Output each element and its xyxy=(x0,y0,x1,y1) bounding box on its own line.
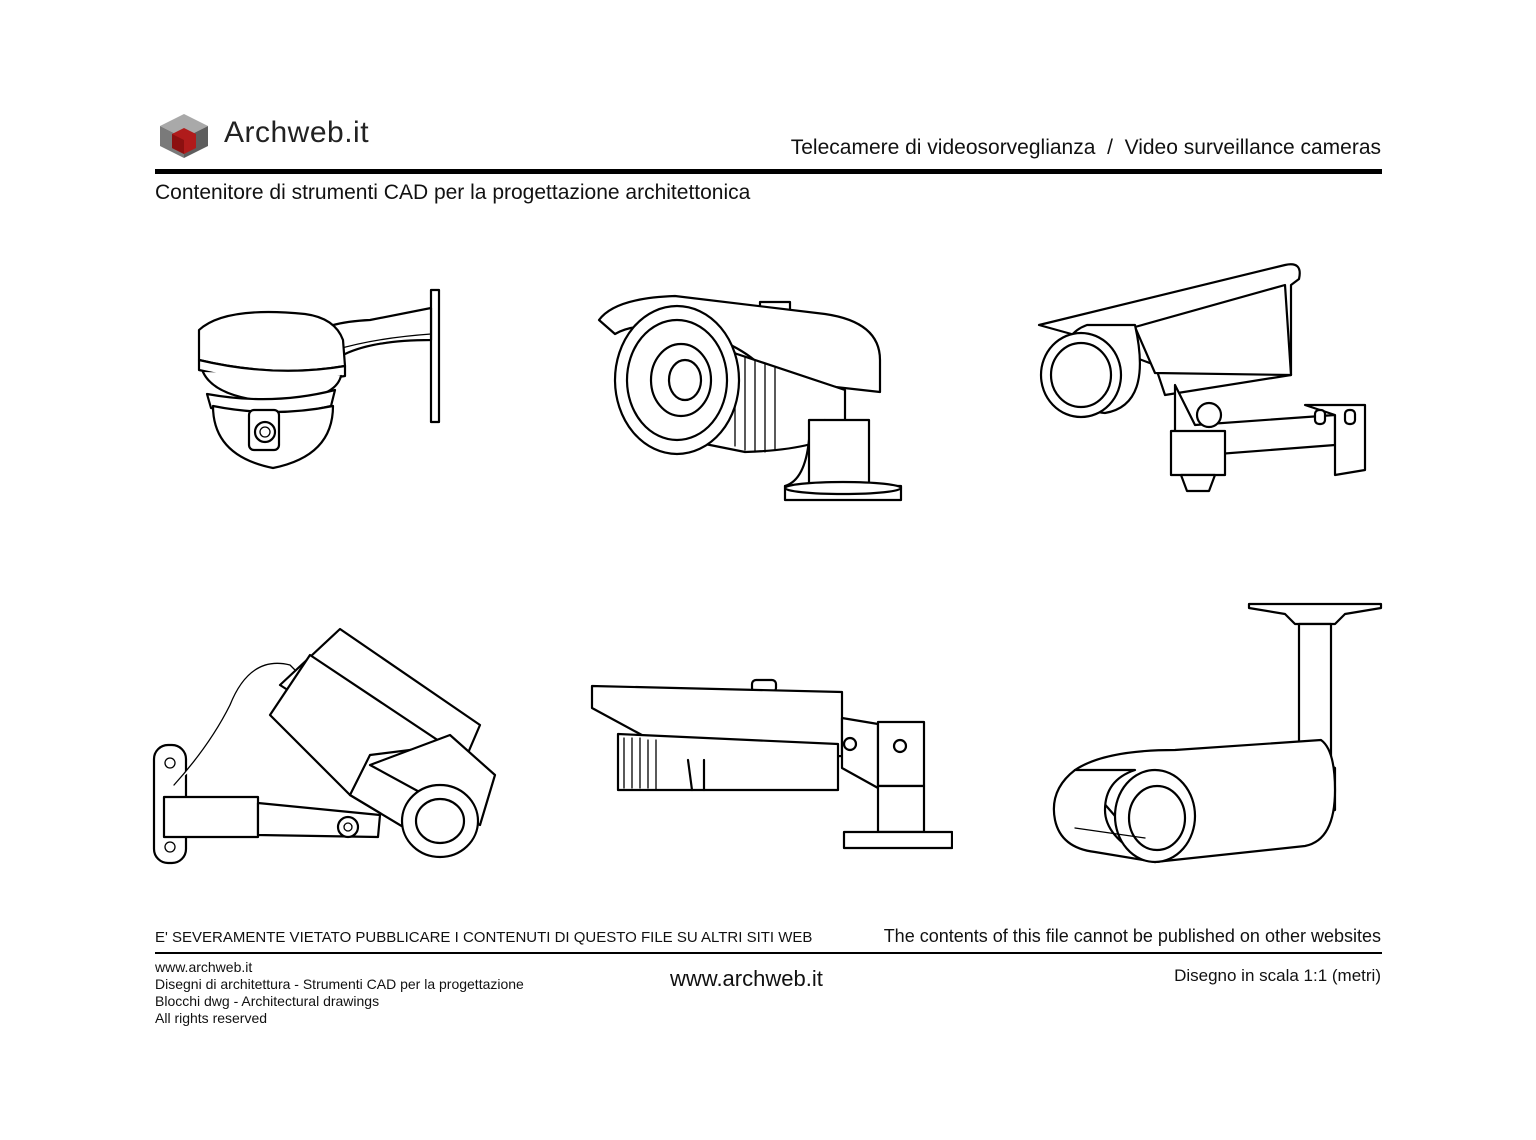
footer-rule xyxy=(155,952,1382,954)
page-subtitle: Contenitore di strumenti CAD per la prog… xyxy=(155,181,751,204)
footer-website: www.archweb.it xyxy=(670,966,823,991)
side-bullet-camera-icon xyxy=(590,678,953,850)
footer-line-drawings: Disegni di architettura - Strumenti CAD … xyxy=(155,976,524,992)
scale-note: Disegno in scala 1:1 (metri) xyxy=(1174,966,1381,985)
footer-line-rights: All rights reserved xyxy=(155,1010,268,1026)
housing-camera-icon xyxy=(1037,263,1367,493)
footer-line-site: www.archweb.it xyxy=(155,959,253,975)
page-title: Telecamere di videosorveglianza / Video … xyxy=(790,136,1381,159)
archweb-logo-icon xyxy=(160,114,208,158)
footer-line-blocks: Blocchi dwg - Architectural drawings xyxy=(155,993,380,1009)
header-rule xyxy=(155,169,1382,174)
dome-camera-icon xyxy=(197,288,441,470)
warning-italian: E' SEVERAMENTE VIETATO PUBBLICARE I CONT… xyxy=(155,929,813,946)
brand-name: Archweb.it xyxy=(224,116,370,149)
bullet-camera-icon xyxy=(597,294,903,502)
warning-english: The contents of this file cannot be publ… xyxy=(883,926,1381,946)
ceiling-camera-icon xyxy=(1052,602,1383,864)
box-camera-icon xyxy=(152,627,497,865)
